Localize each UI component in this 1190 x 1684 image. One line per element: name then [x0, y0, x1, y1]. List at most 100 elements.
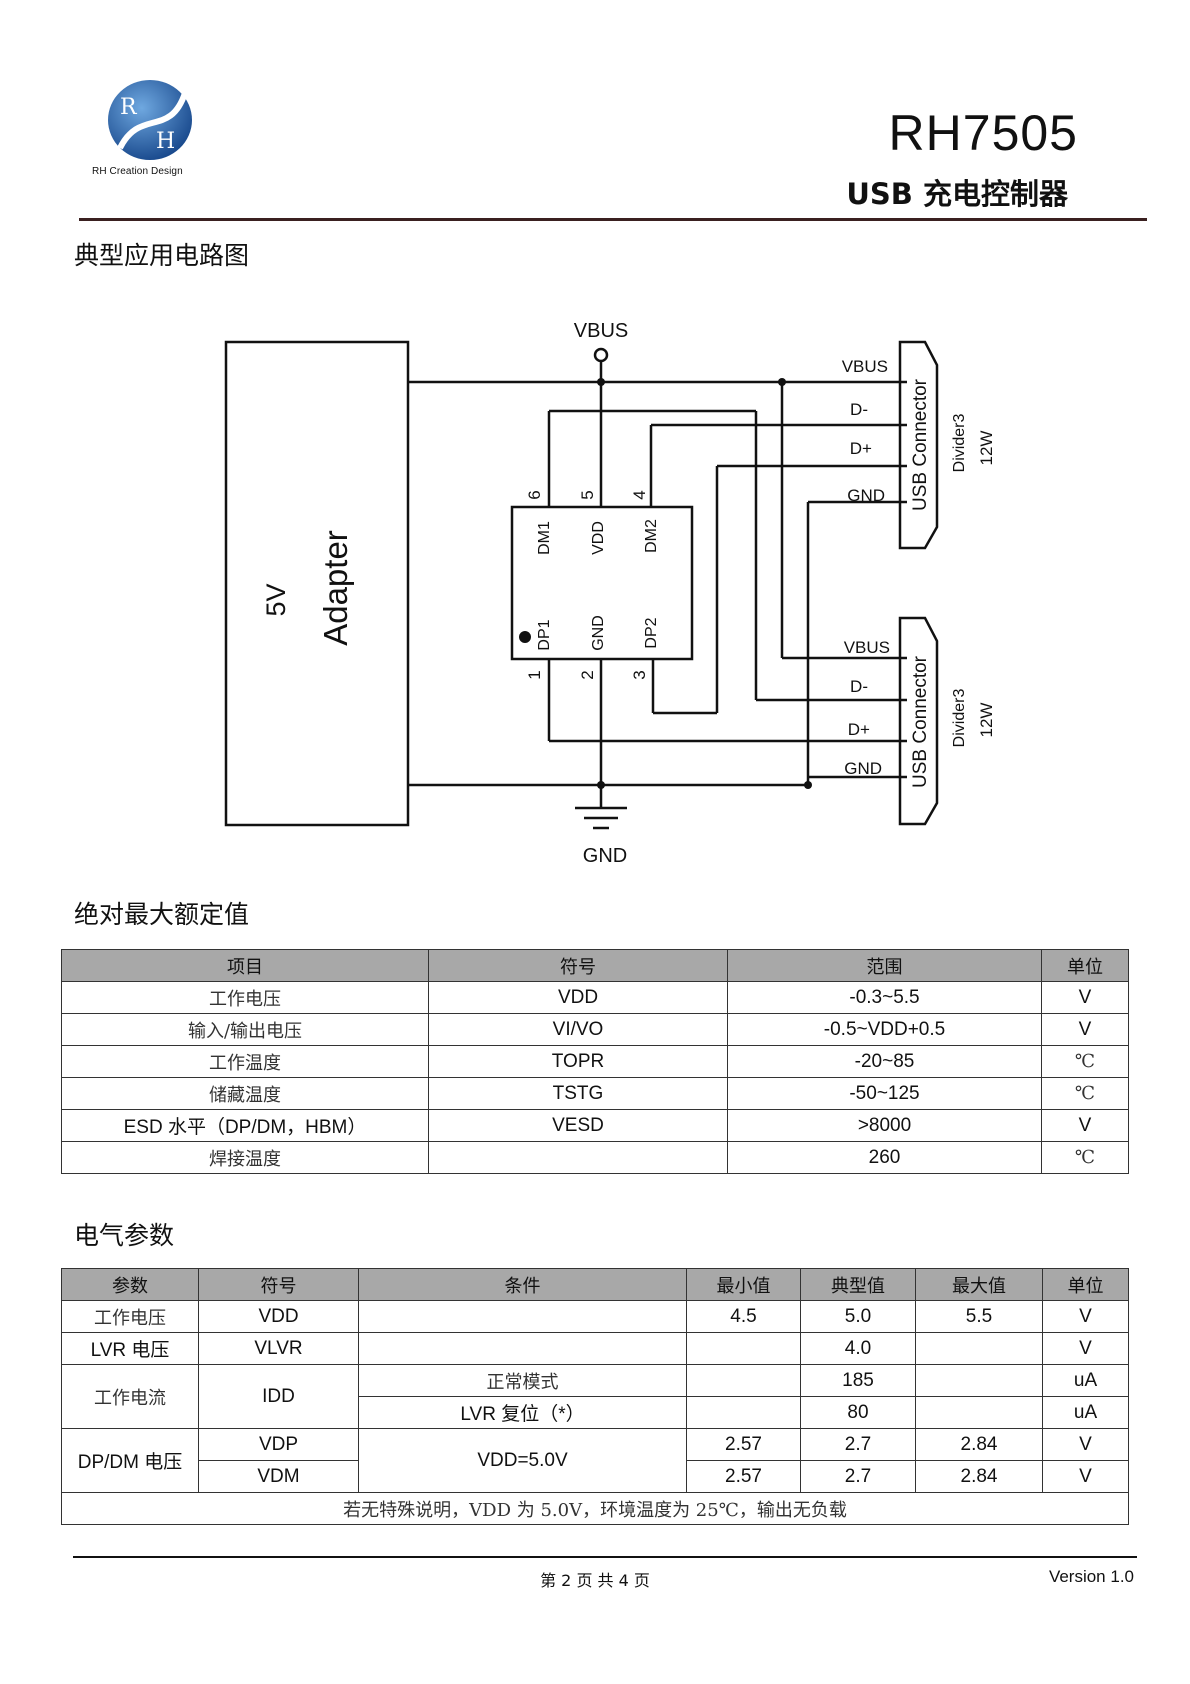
- cell-condition: 正常模式: [358, 1364, 687, 1397]
- page-number: 第 2 页 共 4 页: [540, 1571, 650, 1590]
- model-number: RH7505: [888, 105, 1078, 161]
- cell-max: [915, 1332, 1043, 1365]
- header-min: 最小值: [686, 1268, 801, 1301]
- cell-condition: VDD=5.0V: [358, 1428, 687, 1493]
- cell-param: DP/DM 电压: [61, 1428, 199, 1493]
- footer-rule: [73, 1556, 1137, 1558]
- cell-symbol: VDM: [198, 1460, 359, 1493]
- cell-unit: V: [1041, 981, 1129, 1014]
- table-row: 工作电压 VDD 4.5 5.0 5.5 V: [61, 1300, 1129, 1333]
- cell-param: LVR 电压: [61, 1332, 199, 1365]
- cell-symbol: VI/VO: [428, 1013, 728, 1046]
- header-typ: 典型值: [800, 1268, 916, 1301]
- cell-range: -50~125: [727, 1077, 1042, 1110]
- conn2-dplus: D+: [848, 720, 870, 739]
- cell-item: ESD 水平（DP/DM，HBM）: [61, 1109, 429, 1142]
- header-symbol: 符号: [428, 949, 728, 982]
- pin-1-num: 1: [525, 670, 544, 679]
- elec-section-title: 电气参数: [74, 1221, 175, 1250]
- cell-symbol: VDP: [198, 1428, 359, 1461]
- pin-2-num: 2: [578, 670, 597, 679]
- cell-range: -0.5~VDD+0.5: [727, 1013, 1042, 1046]
- pin-6-num: 6: [525, 490, 544, 499]
- cell-unit: V: [1042, 1460, 1129, 1493]
- cell-param: 工作电压: [61, 1300, 199, 1333]
- pin-dm1-name: DM1: [536, 521, 553, 555]
- cell-max: [915, 1396, 1043, 1429]
- adapter-label: Adapter: [317, 530, 354, 646]
- table-row: 输入/输出电压 VI/VO -0.5~VDD+0.5 V: [61, 1013, 1129, 1046]
- cell-condition: [358, 1300, 687, 1333]
- header-unit: 单位: [1042, 1268, 1129, 1301]
- cell-symbol: TOPR: [428, 1045, 728, 1078]
- cell-symbol: IDD: [198, 1364, 359, 1429]
- table-row: 工作电流 IDD 正常模式 185 uA: [61, 1364, 1129, 1429]
- cell-typ: 2.7: [800, 1460, 916, 1493]
- cell-unit: uA: [1042, 1396, 1129, 1429]
- pin-gnd-name: GND: [590, 615, 607, 651]
- cell-symbol: VDD: [428, 981, 728, 1014]
- table-note-row: 若无特殊说明，VDD 为 5.0V，环境温度为 25℃，输出无负载: [61, 1492, 1129, 1525]
- cell-typ: 4.0: [800, 1332, 916, 1365]
- conn1-vbus: VBUS: [842, 357, 888, 376]
- cell-unit: ℃: [1041, 1141, 1129, 1174]
- cell-symbol: VLVR: [198, 1332, 359, 1365]
- logo-letter-h: H: [156, 129, 175, 154]
- cell-symbol: VESD: [428, 1109, 728, 1142]
- cell-unit: V: [1042, 1300, 1129, 1333]
- table-header-row: 参数 符号 条件 最小值 典型值 最大值 单位: [61, 1268, 1129, 1301]
- cell-min: [686, 1396, 801, 1429]
- cell-min: 4.5: [686, 1300, 801, 1333]
- cell-unit: ℃: [1041, 1077, 1129, 1110]
- cell-min: 2.57: [686, 1428, 801, 1461]
- application-circuit: VBUS GND 5V Adapter 6 5 4 DM1 VDD DM2 DP…: [224, 320, 996, 867]
- cell-max: 5.5: [915, 1300, 1043, 1333]
- conn1-power: 12W: [977, 431, 996, 466]
- table-row: VDM 2.57 2.7 2.84 V: [62, 1460, 1129, 1493]
- cell-unit: V: [1041, 1013, 1129, 1046]
- cell-condition: [358, 1332, 687, 1365]
- table-row: 焊接温度 260 ℃: [61, 1141, 1129, 1174]
- conn1-gnd: GND: [847, 486, 885, 505]
- conn1-note: Divider3: [951, 414, 968, 473]
- header-rule: [79, 218, 1147, 221]
- cell-typ: 80: [800, 1396, 916, 1429]
- logo-letter-r: R: [120, 95, 138, 120]
- cell-min: [686, 1332, 801, 1365]
- pin-3-num: 3: [630, 670, 649, 679]
- adapter-box: [224, 340, 410, 827]
- table-row: 工作温度 TOPR -20~85 ℃: [61, 1045, 1129, 1078]
- cell-item: 焊接温度: [61, 1141, 429, 1174]
- circuit-section-title: 典型应用电路图: [74, 241, 250, 270]
- pin-vdd-name: VDD: [590, 521, 607, 555]
- cell-item: 储藏温度: [61, 1077, 429, 1110]
- conn2-gnd: GND: [844, 759, 882, 778]
- table-note: 若无特殊说明，VDD 为 5.0V，环境温度为 25℃，输出无负载: [61, 1492, 1129, 1525]
- pin1-dot: [519, 631, 531, 643]
- conn1-name: USB Connector: [910, 378, 931, 511]
- table-row: LVR 电压 VLVR 4.0 V: [61, 1332, 1129, 1365]
- header-condition: 条件: [358, 1268, 687, 1301]
- abs-max-table: 项目 符号 范围 单位 工作电压 VDD -0.3~5.5 V 输入/输出电压 …: [61, 949, 1129, 1174]
- conn1-dminus: D-: [850, 400, 868, 419]
- doc-subtitle: USB 充电控制器: [846, 177, 1068, 211]
- cell-item: 输入/输出电压: [61, 1013, 429, 1046]
- pin-4-num: 4: [630, 490, 649, 499]
- cell-symbol: TSTG: [428, 1077, 728, 1110]
- cell-item: 工作电压: [61, 981, 429, 1014]
- cell-typ: 2.7: [800, 1428, 916, 1461]
- conn1-dplus: D+: [850, 439, 872, 458]
- header-param: 参数: [61, 1268, 199, 1301]
- header-item: 项目: [61, 949, 429, 982]
- cell-item: 工作温度: [61, 1045, 429, 1078]
- gnd-bottom-label: GND: [583, 845, 627, 867]
- logo-caption: RH Creation Design: [92, 166, 183, 177]
- cell-symbol: VDD: [198, 1300, 359, 1333]
- table-row: 工作电压 VDD -0.3~5.5 V: [61, 981, 1129, 1014]
- usb-connector-2: [898, 616, 939, 826]
- header-range: 范围: [727, 949, 1042, 982]
- table-row: DP/DM 电压 VDP VDD=5.0V 2.57 2.7 2.84 V: [61, 1428, 1129, 1493]
- cell-range: 260: [727, 1141, 1042, 1174]
- pin-5-num: 5: [578, 490, 597, 499]
- conn2-name: USB Connector: [910, 655, 931, 788]
